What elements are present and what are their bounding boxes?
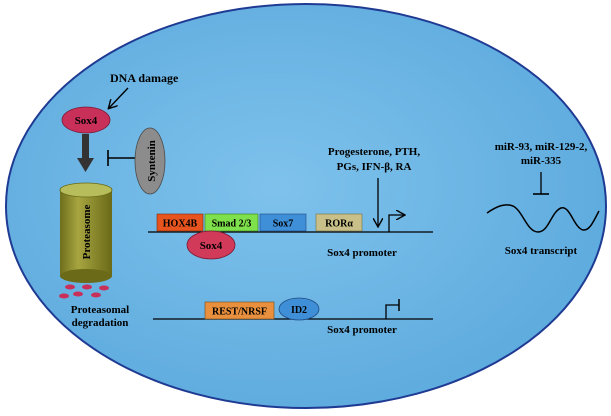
rora-box: [315, 213, 363, 232]
dna-damage-label: DNA damage: [110, 71, 179, 85]
sox4-transcript-wave: [486, 204, 600, 233]
degradation-arrow-shaft: [82, 134, 89, 160]
transcription-start-arrow: [388, 215, 404, 232]
sox7-label: Sox7: [273, 219, 294, 230]
stimuli-label-1: Progesterone, PTH,: [328, 146, 420, 158]
stimuli-label-2: PGs, IFN-β, RA: [337, 161, 412, 173]
sox4-bound-label: Sox4: [200, 240, 223, 252]
sox4-bound-protein: [186, 230, 236, 260]
proteasomal-degradation-label-1: Proteasomal: [71, 304, 129, 316]
hox4b-label: HOX4B: [163, 219, 198, 230]
blocked-transcription-symbol: [385, 304, 399, 319]
id2-protein: [278, 297, 320, 321]
degradation-arrow-head: [77, 158, 94, 172]
syntenin-protein: [134, 127, 166, 195]
rora-label: RORα: [325, 219, 353, 230]
sox7-box: [259, 213, 307, 232]
rest-nrsf-box: [204, 301, 275, 320]
smad23-box: [204, 213, 259, 232]
syntenin-label: Syntenin: [146, 140, 158, 182]
id2-label: ID2: [291, 305, 307, 316]
proteasome: [59, 182, 113, 283]
mirna-label-1: miR-93, miR-129-2,: [495, 141, 588, 153]
sox4-protein: [61, 106, 111, 134]
rest-nrsf-label: REST/NRSF: [212, 307, 267, 318]
sox4-protein-label: Sox4: [75, 115, 98, 127]
transcript-label: Sox4 transcript: [505, 245, 578, 257]
proteasome-label: Proteasome: [81, 204, 93, 259]
cell-body: [5, 3, 607, 409]
smad23-label: Smad 2/3: [212, 219, 252, 230]
degradation-fragments: [59, 284, 109, 299]
active-promoter-label: Sox4 promoter: [327, 247, 397, 259]
proteasomal-degradation-label-2: degradation: [72, 317, 129, 329]
mirna-label-2: miR-335: [521, 155, 562, 167]
dna-damage-arrow: [109, 87, 129, 108]
activator-boxes: HOX4B Smad 2/3 Sox7 RORα: [156, 213, 363, 232]
repressed-promoter-label: Sox4 promoter: [327, 324, 397, 336]
hox4b-box: [156, 213, 204, 232]
